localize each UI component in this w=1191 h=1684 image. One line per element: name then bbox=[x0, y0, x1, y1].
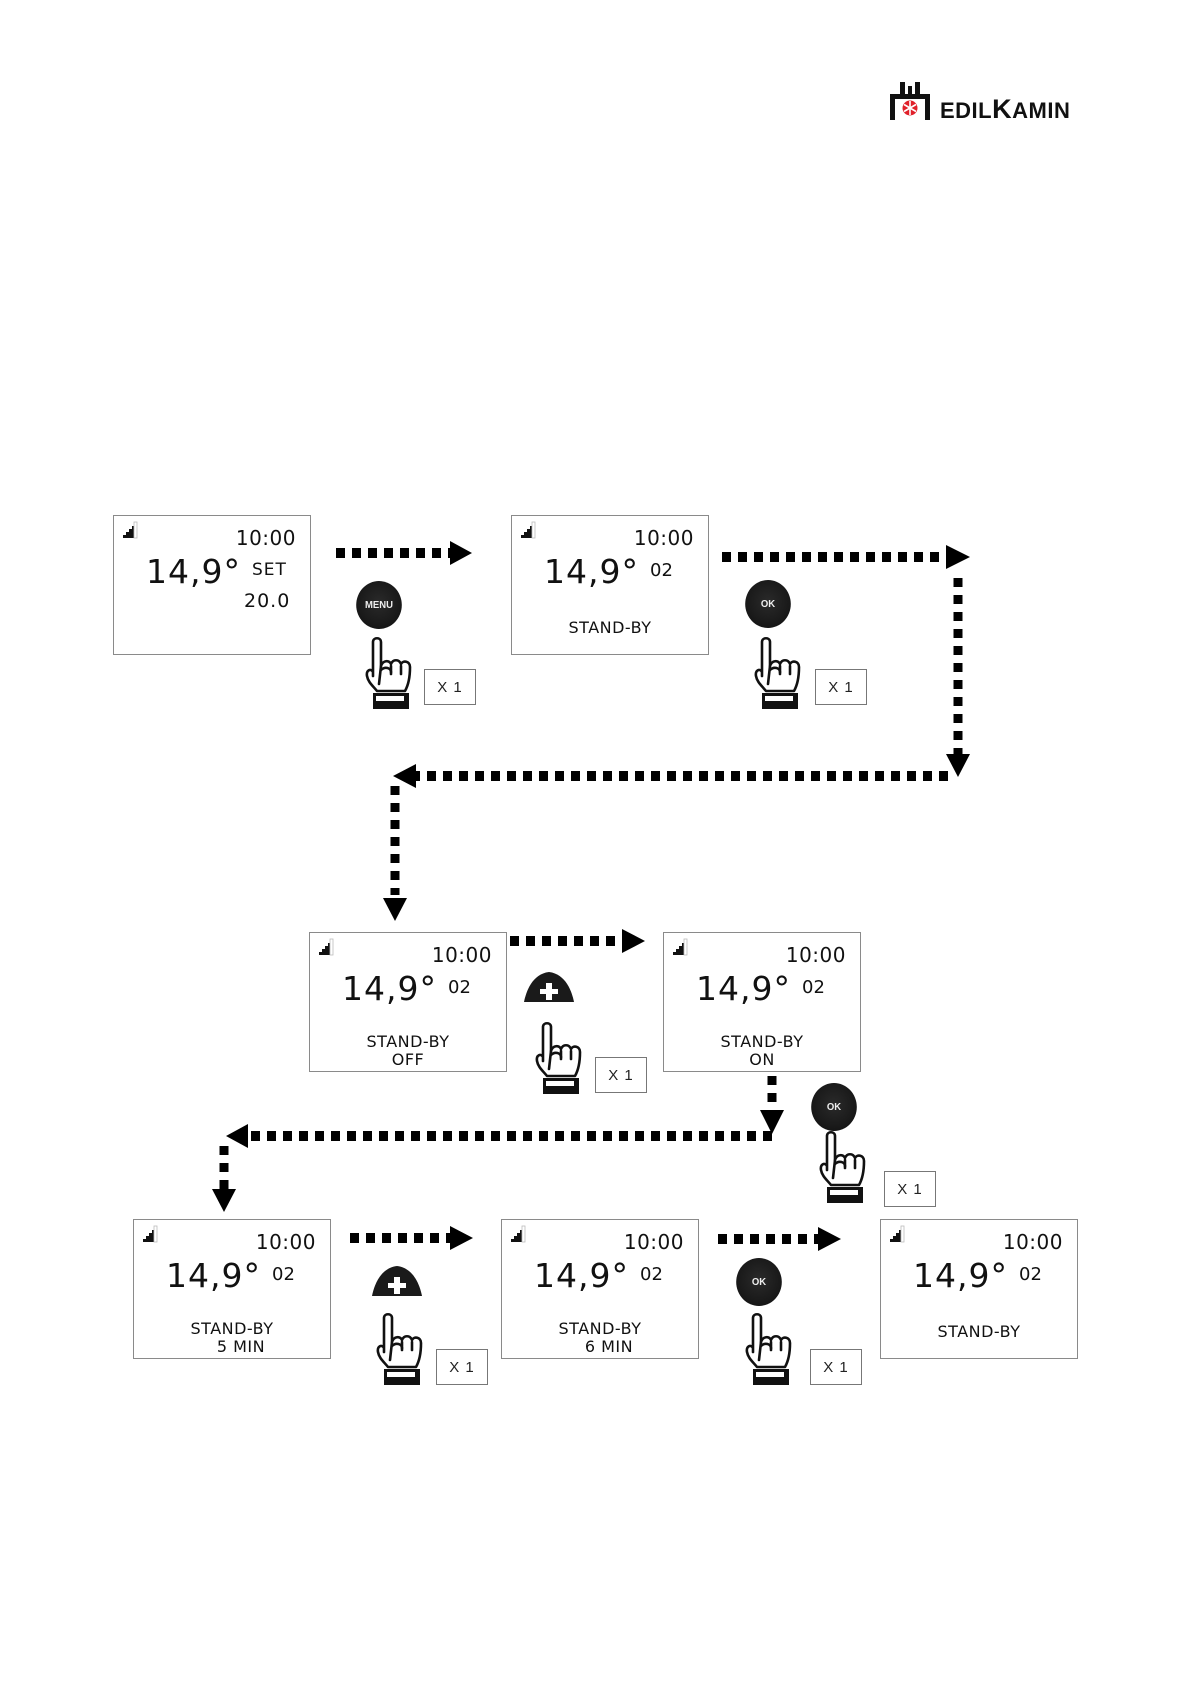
clock-time: 10:00 bbox=[236, 526, 296, 550]
menu-number: 02 bbox=[650, 560, 673, 581]
menu-button-icon: MENU bbox=[356, 581, 402, 629]
ok-button-icon: OK bbox=[736, 1258, 782, 1306]
signal-strength-icon bbox=[315, 938, 335, 956]
signal-strength-icon bbox=[507, 1225, 527, 1243]
status-text: STAND-BY bbox=[512, 619, 708, 637]
ok-button-icon: OK bbox=[811, 1083, 857, 1131]
ok-button-icon: OK bbox=[745, 580, 791, 628]
display-screen-standby-final: 10:00 14,9° 02 STAND-BY bbox=[880, 1219, 1078, 1359]
room-temperature: 14,9° bbox=[534, 1256, 629, 1295]
pointing-hand-icon bbox=[752, 636, 804, 714]
menu-number: 02 bbox=[272, 1264, 295, 1285]
plus-button-icon bbox=[370, 1264, 424, 1298]
clock-time: 10:00 bbox=[634, 526, 694, 550]
pointing-hand-icon bbox=[817, 1130, 869, 1208]
room-temperature: 14,9° bbox=[342, 969, 437, 1008]
clock-time: 10:00 bbox=[432, 943, 492, 967]
pointing-hand-icon bbox=[374, 1312, 426, 1390]
plus-button-icon bbox=[522, 970, 576, 1004]
menu-number: 02 bbox=[448, 977, 471, 998]
press-count-badge: X 1 bbox=[815, 669, 867, 705]
pointing-hand-icon bbox=[533, 1021, 585, 1099]
set-label: SET bbox=[252, 560, 287, 580]
asterisk-icon bbox=[903, 101, 918, 116]
menu-number: 02 bbox=[640, 1264, 663, 1285]
arrow-step-6 bbox=[718, 1227, 841, 1251]
arrow-step-1 bbox=[336, 541, 472, 565]
clock-time: 10:00 bbox=[1003, 1230, 1063, 1254]
brand-name: EDILKAMIN bbox=[940, 96, 1070, 123]
pointing-hand-icon bbox=[363, 636, 415, 714]
status-text: STAND-BY bbox=[881, 1323, 1077, 1341]
signal-strength-icon bbox=[669, 938, 689, 956]
signal-strength-icon bbox=[119, 521, 139, 539]
press-count-badge: X 1 bbox=[884, 1171, 936, 1207]
menu-number: 02 bbox=[1019, 1264, 1042, 1285]
press-count-badge: X 1 bbox=[424, 669, 476, 705]
room-temperature: 14,9° bbox=[146, 552, 241, 591]
pointing-hand-icon bbox=[743, 1312, 795, 1390]
room-temperature: 14,9° bbox=[913, 1256, 1008, 1295]
arrow-step-5 bbox=[350, 1226, 473, 1250]
signal-strength-icon bbox=[517, 521, 537, 539]
room-temperature: 14,9° bbox=[544, 552, 639, 591]
press-count-badge: X 1 bbox=[436, 1349, 488, 1385]
display-screen-standby-menu: 10:00 14,9° 02 STAND-BY bbox=[511, 515, 709, 655]
press-count-badge: X 1 bbox=[595, 1057, 647, 1093]
chimney-logo-icon bbox=[888, 80, 932, 122]
arrow-step-4 bbox=[212, 1076, 784, 1212]
clock-time: 10:00 bbox=[786, 943, 846, 967]
setpoint-value: 20.0 bbox=[244, 590, 290, 612]
room-temperature: 14,9° bbox=[166, 1256, 261, 1295]
room-temperature: 14,9° bbox=[696, 969, 791, 1008]
display-screen-set: 10:00 14,9° SET 20.0 bbox=[113, 515, 311, 655]
clock-time: 10:00 bbox=[256, 1230, 316, 1254]
signal-strength-icon bbox=[139, 1225, 159, 1243]
clock-time: 10:00 bbox=[624, 1230, 684, 1254]
signal-strength-icon bbox=[886, 1225, 906, 1243]
menu-number: 02 bbox=[802, 977, 825, 998]
edilkamin-logo: EDILKAMIN bbox=[888, 80, 1108, 122]
arrow-step-3 bbox=[510, 929, 645, 953]
press-count-badge: X 1 bbox=[810, 1349, 862, 1385]
